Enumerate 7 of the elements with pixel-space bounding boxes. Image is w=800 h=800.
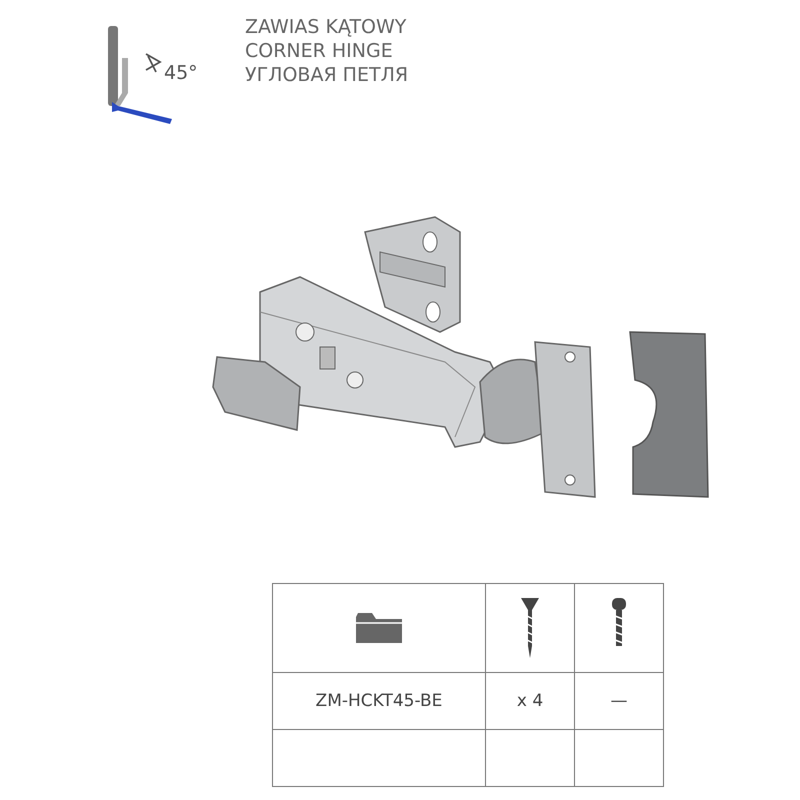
product-code: ZM-HCKT45-BE bbox=[316, 691, 442, 711]
screw-count: x 4 bbox=[516, 691, 544, 711]
dash: — bbox=[610, 691, 628, 711]
product-title: УГЛОВАЯ ПЕТЛЯ bbox=[245, 63, 408, 87]
angle-label: 45° bbox=[164, 62, 198, 84]
product-title: ZAWIAS KĄTOWY bbox=[245, 15, 406, 39]
product-title: CORNER HINGE bbox=[245, 39, 393, 63]
